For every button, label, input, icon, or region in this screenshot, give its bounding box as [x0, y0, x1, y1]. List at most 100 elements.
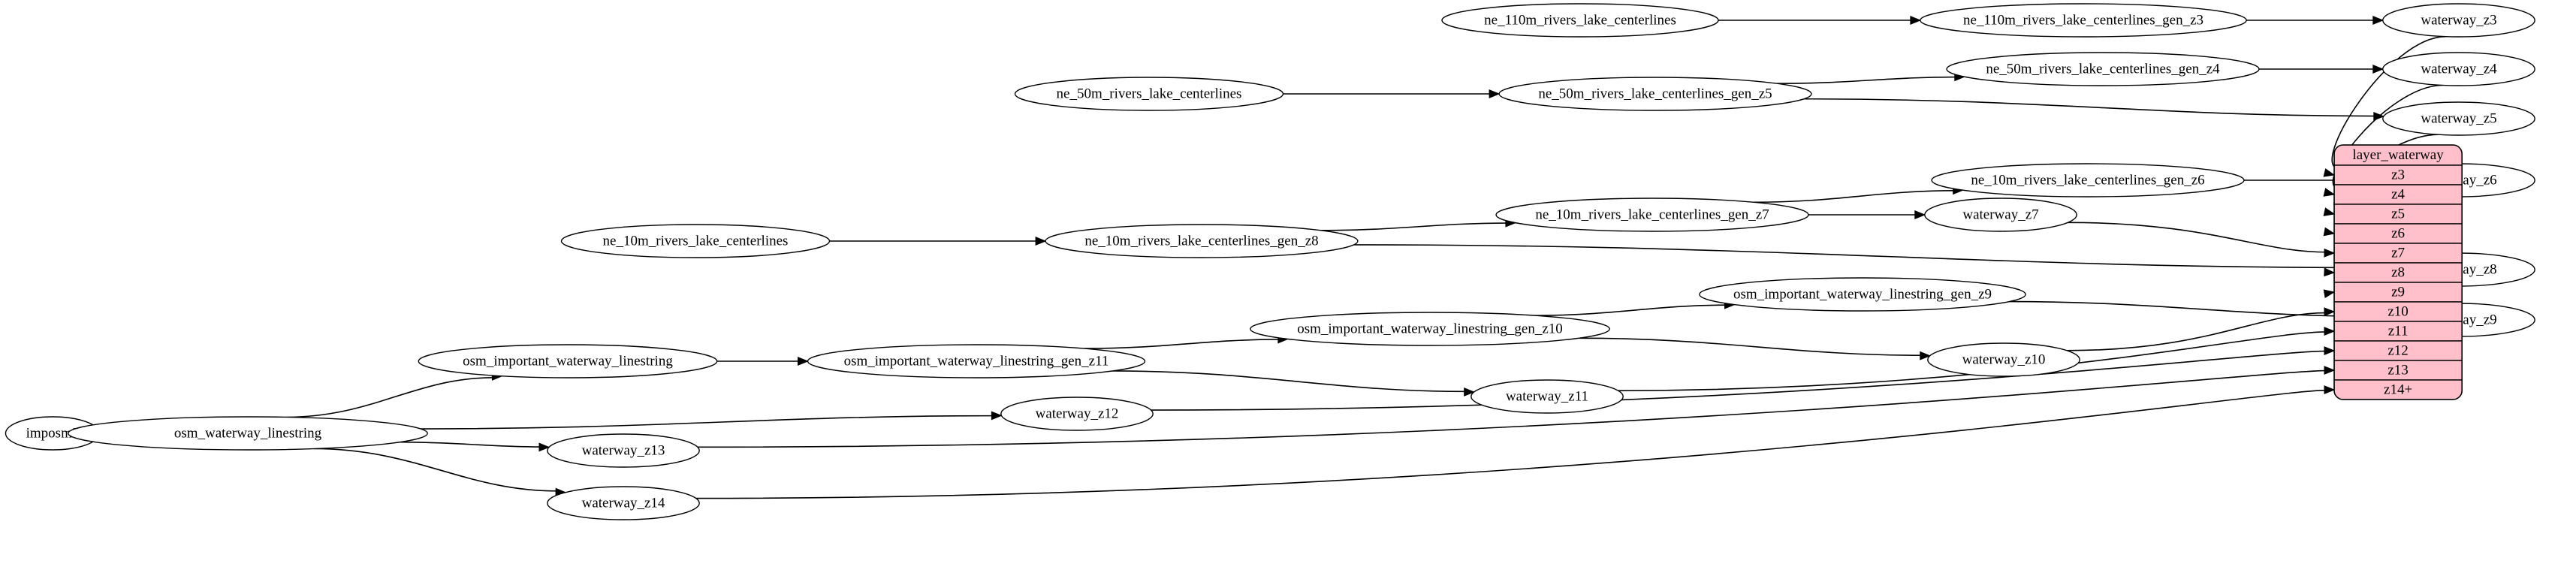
- edge-arrowhead: [1035, 237, 1047, 246]
- edge-arrowhead: [2323, 227, 2336, 237]
- node-label: ne_10m_rivers_lake_centerlines_gen_z8: [1084, 233, 1318, 249]
- node-ellipse: [1931, 163, 2245, 198]
- node-ne_10m_rivers_lake_centerlines_gen_z7[interactable]: ne_10m_rivers_lake_centerlines_gen_z7: [1495, 198, 1809, 232]
- node-label: waterway_z11: [1506, 388, 1588, 404]
- node-osm_important_waterway_linestring_gen_z11[interactable]: osm_important_waterway_linestring_gen_z1…: [807, 344, 1146, 378]
- table-row-z13[interactable]: [2334, 360, 2463, 381]
- node-ne_10m_rivers_lake_centerlines_gen_z6[interactable]: ne_10m_rivers_lake_centerlines_gen_z6: [1931, 163, 2245, 198]
- edge-ne_50m_rivers_lake_centerlines_gen_z5-to-ne_50m_rivers_lake_centerlines_gen_z4: [1777, 76, 1956, 85]
- edge-arrowhead: [1914, 210, 1926, 219]
- node-waterway_z10[interactable]: waterway_z10: [1927, 342, 2080, 377]
- node-ne_50m_rivers_lake_centerlines[interactable]: ne_50m_rivers_lake_centerlines: [1014, 77, 1284, 111]
- edge-waterway_z10-to-layer_waterway_z10: [2067, 312, 2327, 351]
- node-ellipse: [418, 344, 718, 378]
- edge-arrowhead: [991, 411, 1003, 421]
- node-label: waterway_z5: [2421, 110, 2496, 126]
- table-row-label: z11: [2388, 323, 2409, 339]
- node-ellipse: [1014, 77, 1284, 111]
- edge-waterway_z4-to-layer_waterway_z4: [2332, 84, 2443, 189]
- edge-arrowhead: [2324, 385, 2336, 395]
- node-ellipse: [1495, 198, 1809, 232]
- table-row-z14plus[interactable]: [2334, 379, 2463, 400]
- node-osm_waterway_linestring[interactable]: osm_waterway_linestring: [68, 416, 428, 451]
- node-label: ne_10m_rivers_lake_centerlines_gen_z6: [1971, 172, 2204, 188]
- edge-arrowhead: [2324, 267, 2336, 277]
- node-ellipse: [1441, 3, 1719, 38]
- node-waterway_z11[interactable]: waterway_z11: [1470, 379, 1624, 414]
- edge-arrowhead: [2324, 327, 2336, 336]
- node-ellipse: [2382, 52, 2535, 86]
- table-row-label: z14+: [2384, 381, 2412, 397]
- edge-ne_10m_rivers_lake_centerlines_gen_z8-to-waterway_z8: [1353, 244, 2375, 269]
- edge-osm_important_waterway_linestring_gen_z10-to-waterway_z10: [1579, 337, 1922, 356]
- node-osm_important_waterway_linestring[interactable]: osm_important_waterway_linestring: [418, 344, 718, 378]
- node-label: ne_10m_rivers_lake_centerlines: [603, 233, 789, 249]
- table-row-label: z7: [2391, 245, 2405, 261]
- edge-arrowhead: [2323, 207, 2336, 216]
- node-ne_110m_rivers_lake_centerlines_gen_z3[interactable]: ne_110m_rivers_lake_centerlines_gen_z3: [1920, 3, 2247, 38]
- edge-arrowhead: [1464, 387, 1476, 397]
- node-ellipse: [1250, 312, 1610, 346]
- node-ne_110m_rivers_lake_centerlines[interactable]: ne_110m_rivers_lake_centerlines: [1441, 3, 1719, 38]
- table-row-label: z10: [2387, 303, 2408, 319]
- node-label: waterway_z10: [1962, 351, 2046, 367]
- node-waterway_z4[interactable]: waterway_z4: [2382, 52, 2535, 86]
- node-label: ne_10m_rivers_lake_centerlines_gen_z7: [1535, 207, 1769, 222]
- node-ne_10m_rivers_lake_centerlines[interactable]: ne_10m_rivers_lake_centerlines: [560, 224, 831, 258]
- node-label: osm_waterway_linestring: [174, 425, 322, 441]
- node-ellipse: [1498, 77, 1812, 111]
- layer-waterway-table: layer_waterwayz3z4z5z6z7z8z9z10z11z12z13…: [2333, 144, 2463, 400]
- edge-arrowhead: [2372, 65, 2384, 74]
- edge-arrowhead: [1920, 351, 1932, 360]
- edge-osm_waterway_linestring-to-waterway_z13: [400, 441, 541, 448]
- node-waterway_z13[interactable]: waterway_z13: [547, 433, 700, 468]
- node-label: waterway_z13: [582, 442, 665, 458]
- table-outline: [2333, 144, 2463, 400]
- edge-arrowhead: [2324, 346, 2336, 356]
- node-label: waterway_z7: [1962, 207, 2038, 222]
- node-label: osm_important_waterway_linestring: [463, 353, 673, 369]
- node-waterway_z14[interactable]: waterway_z14: [547, 486, 700, 520]
- node-label: ne_110m_rivers_lake_centerlines: [1484, 12, 1676, 28]
- edge-osm_important_waterway_linestring_gen_z9-to-waterway_z9: [2009, 300, 2376, 318]
- edge-arrowhead: [2324, 366, 2336, 375]
- node-label: osm_important_waterway_linestring_gen_z1…: [1297, 321, 1563, 336]
- table-row-label: z6: [2391, 225, 2405, 241]
- table-row-z8[interactable]: [2334, 262, 2463, 283]
- edge-waterway_z11-to-layer_waterway_z11: [1618, 331, 2327, 391]
- table-row-z11[interactable]: [2334, 321, 2463, 342]
- node-osm_important_waterway_linestring_gen_z9[interactable]: osm_important_waterway_linestring_gen_z9: [1699, 277, 2026, 312]
- edge-waterway_z12-to-layer_waterway_z12: [1151, 350, 2327, 411]
- edge-osm_important_waterway_linestring_gen_z10-to-osm_important_waterway_linestring_gen_z9: [1534, 304, 1727, 316]
- node-ellipse: [1470, 379, 1624, 414]
- node-ne_10m_rivers_lake_centerlines_gen_z8[interactable]: ne_10m_rivers_lake_centerlines_gen_z8: [1045, 224, 1359, 258]
- edges-layer: [67, 16, 2446, 499]
- edge-arrowhead: [1910, 16, 1922, 25]
- table-row-z3[interactable]: [2334, 164, 2463, 185]
- node-ellipse: [547, 433, 700, 468]
- node-ne_50m_rivers_lake_centerlines_gen_z5[interactable]: ne_50m_rivers_lake_centerlines_gen_z5: [1498, 77, 1812, 111]
- table-row-z7[interactable]: [2334, 243, 2463, 264]
- node-ellipse: [1699, 277, 2026, 312]
- node-label: osm_important_waterway_linestring_gen_z1…: [844, 353, 1109, 369]
- node-label: imposm3: [26, 425, 80, 441]
- edge-arrowhead: [538, 442, 550, 452]
- node-waterway_z12[interactable]: waterway_z12: [1000, 397, 1154, 431]
- node-waterway_z7[interactable]: waterway_z7: [1924, 198, 2077, 232]
- node-ellipse: [560, 224, 831, 258]
- edge-osm_waterway_linestring-to-waterway_z12: [421, 415, 994, 430]
- node-ne_50m_rivers_lake_centerlines_gen_z4[interactable]: ne_50m_rivers_lake_centerlines_gen_z4: [1946, 52, 2260, 86]
- node-waterway_z5[interactable]: waterway_z5: [2382, 101, 2535, 136]
- node-ellipse: [1946, 52, 2260, 86]
- node-osm_important_waterway_linestring_gen_z10[interactable]: osm_important_waterway_linestring_gen_z1…: [1250, 312, 1610, 346]
- node-ellipse: [1927, 342, 2080, 377]
- table-row-z10[interactable]: [2334, 301, 2463, 322]
- edge-osm_waterway_linestring-to-osm_important_waterway_linestring: [285, 377, 494, 418]
- node-ellipse: [2382, 101, 2535, 136]
- edge-arrowhead: [2323, 188, 2336, 197]
- edge-osm_waterway_linestring-to-waterway_z14: [313, 448, 558, 492]
- table-row-label: z5: [2391, 206, 2405, 222]
- node-waterway_z3[interactable]: waterway_z3: [2382, 3, 2535, 38]
- table-row-z5[interactable]: [2334, 204, 2463, 225]
